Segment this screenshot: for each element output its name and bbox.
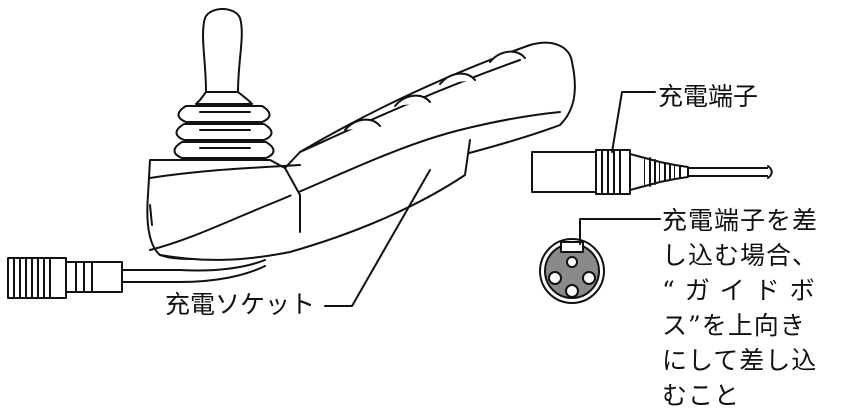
joystick-knob [195,8,253,105]
charging-cable [119,259,266,283]
cable-plug [7,257,123,299]
terminal-leader-line [611,91,656,153]
charging-terminal-connector [531,149,773,195]
connector-pin [566,256,578,268]
insertion-instruction-note: 充電端子を差 し込む場合、 “ ガ イ ド ボ ス”を上向き にして差し込 むこ… [662,206,819,410]
socket-leader-line [324,169,431,307]
connector-pin [565,284,579,298]
connector-face [539,238,605,304]
charging-socket-label: 充電ソケット [165,290,316,319]
controller-body [146,41,576,261]
charging-terminal-label: 充電端子 [658,82,759,111]
connector-pin [582,271,596,285]
guide-boss-leader-line [579,218,661,245]
connector-pin [548,271,562,285]
